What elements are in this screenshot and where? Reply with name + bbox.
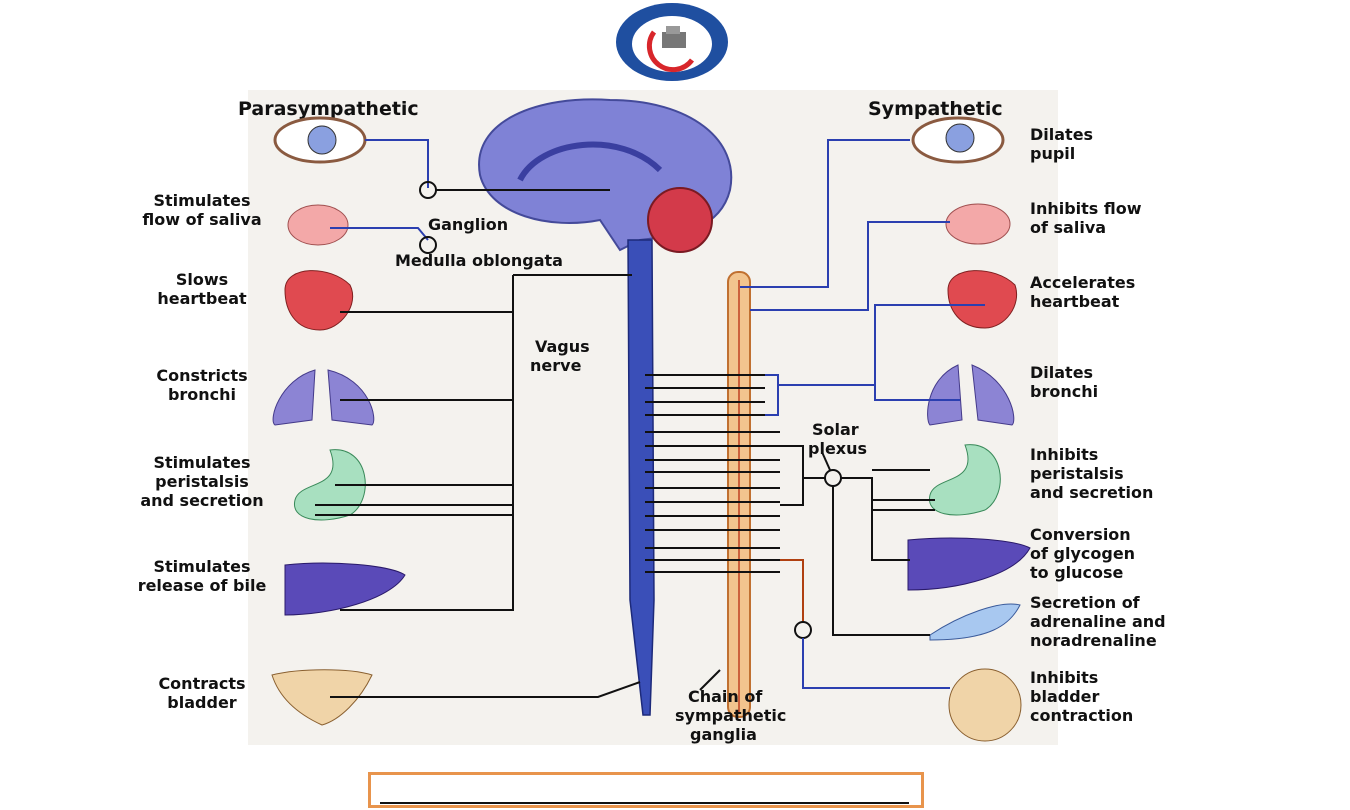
sympathetic-heart-effect-label: heartbeat	[1030, 292, 1120, 311]
parasympathetic-heart-effect-label: Slows	[176, 270, 228, 289]
sympathetic-salivary-gland-effect-label: of saliva	[1030, 218, 1106, 237]
parasympathetic-liver-effect-label: release of bile	[138, 576, 267, 595]
sympathetic-eye-effect-label: pupil	[1030, 144, 1075, 163]
parasympathetic-lungs-effect-label: Constricts	[156, 366, 247, 385]
sympathetic-chain-label: ganglia	[690, 725, 757, 744]
sympathetic-lungs-effect-label: bronchi	[1030, 382, 1098, 401]
sympathetic-bladder-effect-label: bladder	[1030, 687, 1099, 706]
sympathetic-salivary-gland-effect-label: Inhibits flow	[1030, 199, 1142, 218]
sympathetic-liver-effect-label: to glucose	[1030, 563, 1124, 582]
sympathetic-liver-effect-label: of glycogen	[1030, 544, 1135, 563]
parasympathetic-liver-effect-label: Stimulates	[153, 557, 250, 576]
sympathetic-chain-label: Chain of	[688, 687, 763, 706]
solar-plexus-label: Solar	[812, 420, 859, 439]
sympathetic-liver-effect-label: Conversion	[1030, 525, 1131, 544]
college-logo	[616, 3, 728, 81]
eye-icon	[273, 116, 367, 164]
bladder-icon	[271, 669, 373, 726]
cerebellum	[647, 187, 713, 253]
sympathetic-eye-effect-label: Dilates	[1030, 125, 1093, 144]
parasympathetic-stomach-effect-label: and secretion	[140, 491, 263, 510]
ganglion-label: Ganglion	[428, 215, 508, 234]
sympathetic-heading: Sympathetic	[868, 98, 1003, 120]
parasympathetic-bladder-effect-label: bladder	[167, 693, 236, 712]
heart-icon	[947, 270, 1017, 329]
salivary-gland-icon	[287, 204, 349, 246]
solar-plexus-label: plexus	[808, 439, 867, 458]
sympathetic-stomach-effect-label: Inhibits	[1030, 445, 1098, 464]
sympathetic-chain-label: sympathetic	[675, 706, 786, 725]
parasympathetic-salivary-gland-effect-label: Stimulates	[153, 191, 250, 210]
stomach-icon	[294, 449, 366, 521]
medulla-oblongata-label: Medulla oblongata	[395, 251, 563, 270]
parasympathetic-bladder-effect-label: Contracts	[158, 674, 245, 693]
stomach-icon	[929, 444, 1001, 516]
sympathetic-adrenal-effect-label: adrenaline and	[1030, 612, 1166, 631]
answer-underline	[380, 802, 909, 804]
liver-icon	[284, 562, 406, 616]
spinal-cord	[627, 239, 655, 716]
parasympathetic-heading: Parasympathetic	[238, 98, 419, 120]
bladder-icon	[948, 668, 1022, 742]
sympathetic-bladder-effect-label: contraction	[1030, 706, 1133, 725]
vagus-nerve-label: nerve	[530, 356, 582, 375]
sympathetic-stomach-effect-label: and secretion	[1030, 483, 1153, 502]
sympathetic-lungs-effect-label: Dilates	[1030, 363, 1093, 382]
parasympathetic-salivary-gland-effect-label: flow of saliva	[142, 210, 261, 229]
lungs-icon	[272, 369, 375, 426]
lungs-icon	[927, 364, 1015, 426]
adrenal-gland-icon	[929, 603, 1021, 641]
parasympathetic-heart-effect-label: heartbeat	[157, 289, 247, 308]
sympathetic-heart-effect-label: Accelerates	[1030, 273, 1135, 292]
parasympathetic-stomach-effect-label: Stimulates	[153, 453, 250, 472]
liver-icon	[907, 537, 1031, 591]
eye-icon	[911, 116, 1005, 164]
brain	[478, 98, 733, 253]
answer-input-box[interactable]	[368, 772, 924, 808]
sympathetic-stomach-effect-label: peristalsis	[1030, 464, 1124, 483]
sympathetic-nerves	[645, 139, 985, 691]
parasympathetic-stomach-effect-label: peristalsis	[155, 472, 249, 491]
sympathetic-adrenal-effect-label: noradrenaline	[1030, 631, 1157, 650]
vagus-nerve-label: Vagus	[535, 337, 590, 356]
parasympathetic-lungs-effect-label: bronchi	[168, 385, 236, 404]
parasympathetic-nerves	[315, 139, 641, 698]
sympathetic-bladder-effect-label: Inhibits	[1030, 668, 1098, 687]
salivary-gland-icon	[945, 203, 1011, 245]
sympathetic-adrenal-effect-label: Secretion of	[1030, 593, 1141, 612]
